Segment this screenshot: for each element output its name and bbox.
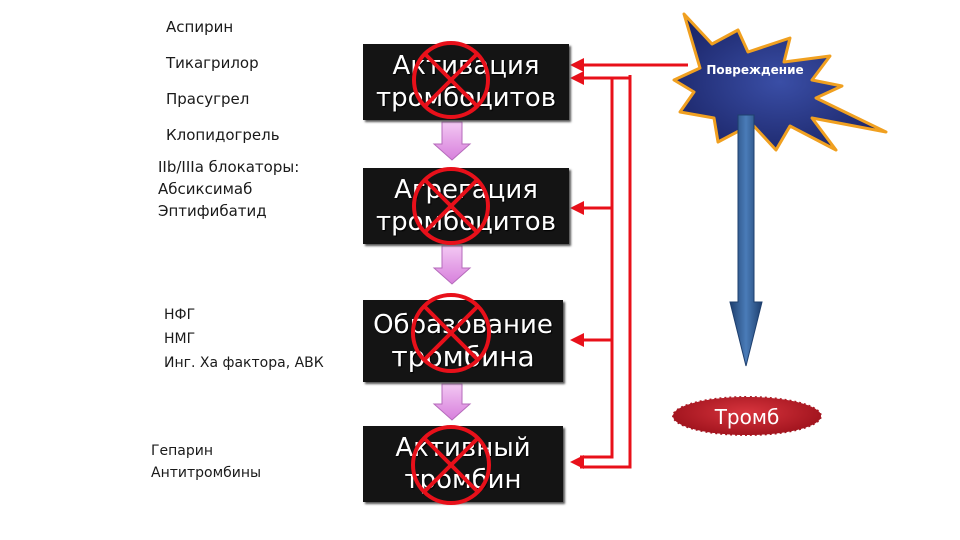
drug-ufh: НФГ	[164, 307, 196, 323]
drug-prasugrel: Прасугрел	[166, 90, 250, 108]
flow-arrow-3	[432, 383, 472, 421]
injury-burst	[672, 12, 888, 152]
drug-aspirin: Аспирин	[166, 18, 234, 36]
cross-circle-icon	[411, 293, 491, 373]
drug-heparin: Гепарин	[151, 443, 214, 459]
flow-arrow-2	[432, 245, 472, 285]
drug-antithrombins: Антитромбины	[151, 465, 262, 481]
stage-thrombin-formation-line1: Образование	[373, 310, 553, 340]
drug-lmwh: НМГ	[164, 331, 196, 347]
injury-label: Повреждение	[706, 63, 804, 77]
drug-clopidogrel: Клопидогрель	[166, 126, 280, 144]
stage-activation: Активация тромбоцитов	[363, 44, 569, 120]
drug-eptifibatide: Эптифибатид	[158, 202, 267, 220]
drug-group-anticoagulants: НФГ НМГ Инг. Ха фактора, АВК	[164, 303, 324, 375]
drug-ticagrelor: Тикагрилор	[166, 54, 259, 72]
thrombus-badge: Тромб	[672, 396, 822, 436]
drug-xa-inhibitors: Инг. Ха фактора, АВК	[164, 355, 324, 371]
cross-circle-icon	[411, 425, 491, 505]
cross-circle-icon	[412, 41, 490, 119]
blue-downward-arrow	[729, 114, 763, 367]
cross-circle-icon	[412, 167, 490, 245]
drug-group-gp-blockers: IIb/IIIa блокаторы: Абсиксимаб Эптифибат…	[158, 156, 299, 222]
flow-arrow-1	[432, 121, 472, 161]
stage-activation-line2: тромбоцитов	[375, 83, 557, 113]
connector-arrowheads	[570, 58, 584, 469]
injury-connectors	[580, 63, 688, 469]
drug-gp-blockers-heading: IIb/IIIa блокаторы:	[158, 158, 300, 176]
drug-abciximab: Абсиксимаб	[158, 180, 253, 198]
drug-group-antiplatelet: Аспирин Тикагрилор Прасугрел Клопидогрел…	[166, 9, 280, 153]
drug-group-antithrombins: Гепарин Антитромбины	[151, 440, 261, 484]
